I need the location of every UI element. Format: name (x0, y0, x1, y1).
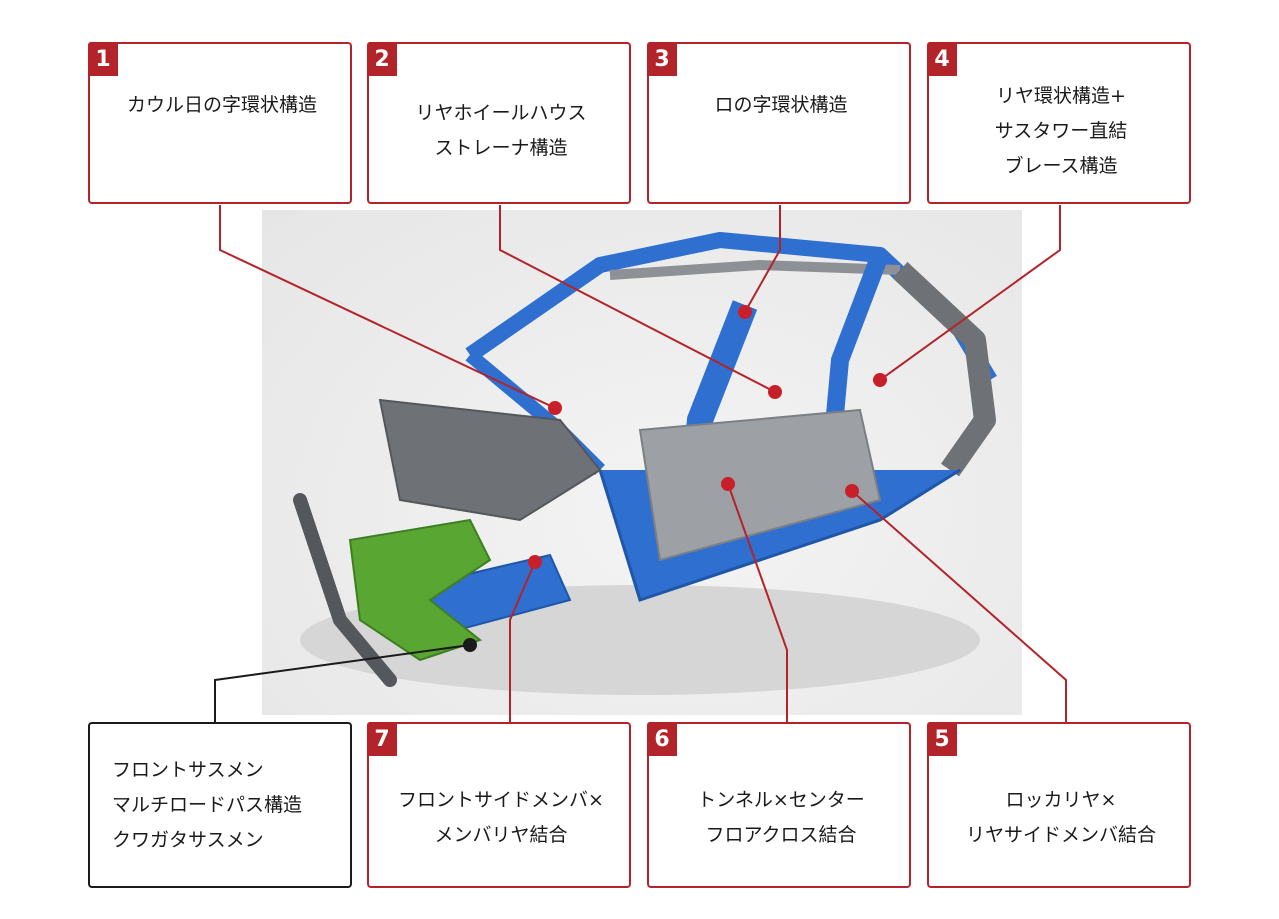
marker-6 (721, 477, 735, 491)
markers (528, 305, 887, 569)
callout-line: ブレース構造 (1004, 155, 1118, 177)
leader-line-1 (219, 205, 556, 409)
callout-line: ストレーナ構造 (434, 137, 568, 159)
marker-1 (548, 401, 562, 415)
leader-line-4 (879, 205, 1061, 381)
callout-number: 4 (927, 42, 957, 76)
callout-text: ロッカリヤ× リヤサイドメンバ結合 (943, 760, 1179, 876)
callout-number: 7 (367, 722, 397, 756)
callout-number: 3 (647, 42, 677, 76)
marker-3 (738, 305, 752, 319)
callout-text: フロントサイドメンバ× メンバリヤ結合 (383, 760, 619, 876)
callout-4: 4 リヤ環状構造+ サスタワー直結 ブレース構造 (927, 42, 1191, 204)
callout-line: ロの字環状構造 (714, 94, 848, 116)
callout-suspension: フロントサスメン マルチロードパス構造 クワガタサスメン (88, 722, 352, 888)
floor-panel (638, 408, 882, 562)
callout-line: フロアクロス結合 (705, 824, 857, 846)
callout-line: リヤホイールハウス (415, 102, 587, 124)
callout-2: 2 リヤホイールハウス ストレーナ構造 (367, 42, 631, 204)
callout-text: トンネル×センター フロアクロス結合 (663, 760, 899, 876)
callout-text: ロの字環状構造 (663, 88, 899, 158)
callout-text: リヤ環状構造+ サスタワー直結 ブレース構造 (943, 79, 1179, 177)
callout-line: リヤサイドメンバ結合 (965, 824, 1156, 846)
rear-structure (892, 261, 996, 477)
callout-1: 1 カウル日の字環状構造 (88, 42, 352, 204)
leader-lines (219, 205, 1067, 722)
callout-line: サスタワー直結 (994, 120, 1128, 142)
callout-text: カウル日の字環状構造 (104, 88, 340, 158)
leader-line-3 (744, 205, 781, 313)
marker-7 (528, 555, 542, 569)
marker-5 (845, 484, 859, 498)
marker-suspension (463, 638, 477, 652)
leader-line-2 (499, 205, 776, 393)
callout-line: ロッカリヤ× (1005, 789, 1117, 811)
callout-line: リヤ環状構造+ (996, 85, 1126, 107)
marker-4 (873, 373, 887, 387)
callout-number: 2 (367, 42, 397, 76)
callout-6: 6 トンネル×センター フロアクロス結合 (647, 722, 911, 888)
leader-line-suspension (214, 644, 471, 722)
leader-line-6 (727, 483, 788, 722)
callout-line: マルチロードパス構造 (112, 793, 303, 816)
leader-line-5 (851, 490, 1067, 722)
callout-line: フロントサスメン (112, 758, 264, 781)
marker-2 (768, 385, 782, 399)
callout-number: 1 (88, 42, 118, 76)
callout-line: トンネル×センター (697, 789, 865, 811)
front-frame (378, 398, 602, 522)
callout-line: メンバリヤ結合 (434, 824, 568, 846)
callout-line: フロントサイドメンバ× (398, 789, 604, 811)
front-suspension-member (348, 518, 492, 662)
leader-line-7 (509, 561, 536, 722)
callout-text: リヤホイールハウス ストレーナ構造 (383, 96, 619, 159)
callout-7: 7 フロントサイドメンバ× メンバリヤ結合 (367, 722, 631, 888)
callout-line: クワガタサスメン (112, 828, 264, 851)
roof-cross (609, 259, 901, 280)
callout-3: 3 ロの字環状構造 (647, 42, 911, 204)
callout-5: 5 ロッカリヤ× リヤサイドメンバ結合 (927, 722, 1191, 888)
callout-text: フロントサスメン マルチロードパス構造 クワガタサスメン (112, 742, 340, 868)
bumper-beam (293, 493, 397, 687)
callout-number: 6 (647, 722, 677, 756)
callout-line: カウル日の字環状構造 (126, 94, 317, 116)
callout-number: 5 (927, 722, 957, 756)
